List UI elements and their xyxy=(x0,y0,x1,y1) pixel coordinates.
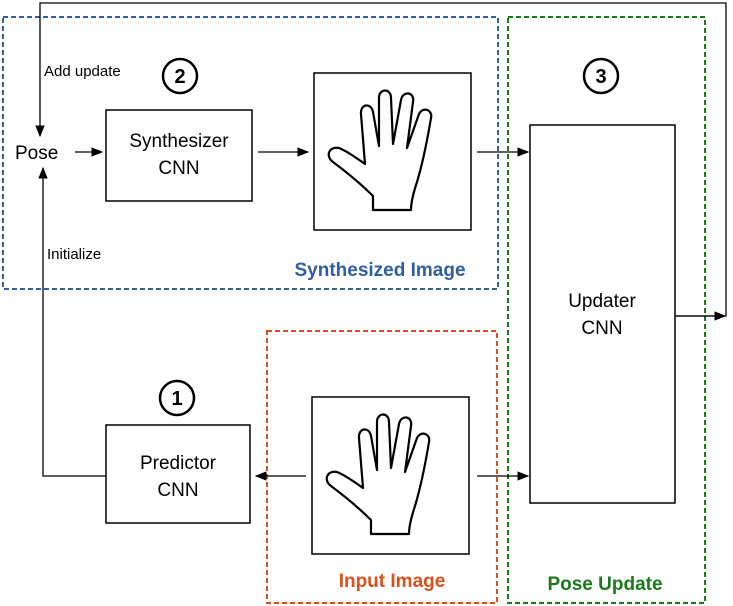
synthesized-image-title: Synthesized Image xyxy=(294,260,465,281)
input-image-region xyxy=(266,330,498,604)
initialize-label: Initialize xyxy=(47,246,101,263)
step-badge-1 xyxy=(158,379,196,417)
predictor-cnn-label-line2: CNN xyxy=(157,480,198,501)
step-badge-2 xyxy=(161,57,199,95)
pose-update-title: Pose Update xyxy=(547,574,662,595)
add-update-label: Add update xyxy=(44,63,121,80)
updater-cnn-label-line1: Updater xyxy=(568,291,636,312)
pose-update-region xyxy=(507,16,706,604)
step-number-1: 1 xyxy=(171,388,182,410)
synthesized-image-frame xyxy=(313,72,472,231)
predictor-cnn-label-line1: Predictor xyxy=(140,453,217,474)
step-badge-3 xyxy=(582,57,620,95)
pose-label: Pose xyxy=(15,143,58,164)
input-image-frame xyxy=(311,396,470,555)
predictor-cnn-box xyxy=(105,424,251,524)
synthesizer-cnn-label-line2: CNN xyxy=(158,158,199,179)
initialize-line xyxy=(38,166,106,477)
updater-cnn-box xyxy=(529,124,676,504)
step-number-3: 3 xyxy=(595,66,606,88)
synthesizer-cnn-box xyxy=(105,109,253,202)
updater-cnn-label-line2: CNN xyxy=(581,318,622,339)
input-image-title: Input Image xyxy=(339,571,446,592)
step-number-2: 2 xyxy=(174,66,185,88)
synthesizer-cnn-label-line1: Synthesizer xyxy=(129,131,229,152)
